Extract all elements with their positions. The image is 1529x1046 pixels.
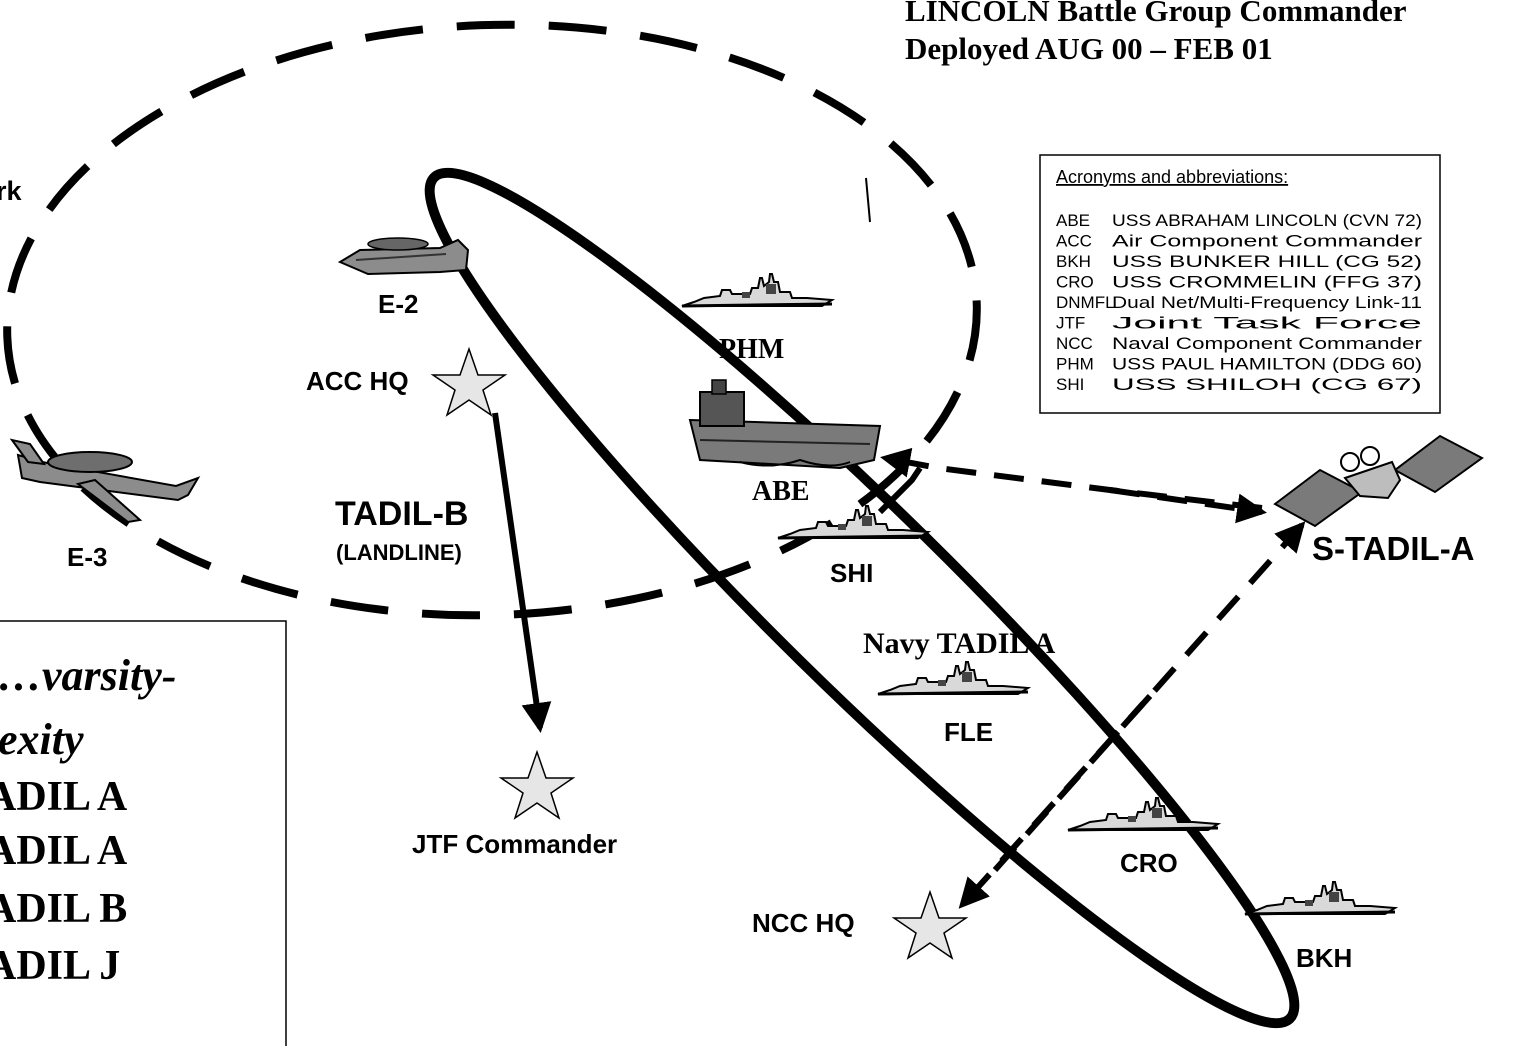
acronym-abbr: DNMFL	[1056, 293, 1115, 312]
acronym-description: Dual Net/Multi-Frequency Link-11	[1112, 293, 1422, 312]
e2-aircraft-icon	[337, 237, 470, 276]
navy-tadil-a-label: Navy TADIL A	[863, 627, 1056, 660]
acc-hq-label: ACC HQ	[306, 366, 409, 396]
fle-ship-icon	[876, 660, 1030, 696]
partial-network-label: rk	[0, 176, 23, 206]
cro-ship-icon	[1066, 796, 1220, 832]
quote-line-1: …varsity-	[0, 651, 176, 700]
acronym-description: USS PAUL HAMILTON (DDG 60)	[1112, 355, 1422, 374]
s-tadil-a-label: S-TADIL-A	[1312, 530, 1475, 567]
header-title: LINCOLN Battle Group Commander	[905, 0, 1407, 28]
acronym-description: Air Component Commander	[1112, 232, 1422, 251]
tadil-b-label: TADIL-B	[335, 495, 468, 533]
quote-line-6: ADIL J	[0, 943, 120, 989]
fle-label: FLE	[944, 717, 993, 747]
quote-line-5: ADIL B	[0, 886, 127, 932]
quote-line-3: ADIL A	[0, 774, 128, 820]
ncc-hq-star-icon	[891, 889, 969, 960]
quote-line-4: ADIL A	[0, 828, 128, 874]
acronym-abbr: ACC	[1056, 232, 1092, 251]
acronym-description: USS SHILOH (CG 67)	[1112, 375, 1422, 394]
satellite-to-abe-arrow	[880, 447, 1263, 511]
phm-ship-icon	[680, 272, 834, 308]
jtf-commander-label: JTF Commander	[412, 829, 617, 859]
abe-to-satellite-arrow	[1109, 487, 1267, 524]
acronym-abbr: BKH	[1056, 252, 1091, 271]
header-subtitle: Deployed AUG 00 – FEB 01	[905, 31, 1273, 66]
abe-carrier-icon	[688, 379, 882, 470]
acronym-abbr: NCC	[1056, 334, 1093, 353]
ncc-hq-label: NCC HQ	[752, 908, 855, 938]
jtf-star-icon	[498, 749, 576, 820]
shi-label: SHI	[830, 558, 873, 588]
divider-line	[865, 177, 871, 223]
quote-panel: …varsity- exity ADIL A ADIL A ADIL B ADI…	[0, 620, 287, 1046]
abe-label: ABE	[752, 476, 810, 507]
acronym-description: USS BUNKER HILL (CG 52)	[1112, 252, 1422, 271]
acronym-description: USS CROMMELIN (FFG 37)	[1112, 273, 1422, 292]
e3-aircraft-icon	[9, 438, 201, 524]
bkh-ship-icon	[1243, 880, 1397, 916]
quote-line-2: exity	[0, 715, 84, 764]
cro-label: CRO	[1120, 848, 1178, 878]
acronym-abbr: SHI	[1056, 375, 1084, 394]
acronym-abbr: PHM	[1056, 355, 1094, 374]
acronym-abbr: ABE	[1056, 211, 1090, 230]
tadil-b-arrow	[492, 412, 552, 733]
acc-hq-star-icon	[430, 346, 508, 417]
acronyms-list: ABE USS ABRAHAM LINCOLN (CVN 72) ACC Air Co…	[1056, 211, 1422, 394]
phm-label: PHM	[719, 334, 784, 365]
e2-label: E-2	[378, 289, 418, 319]
acronym-abbr: JTF	[1056, 314, 1085, 333]
dashed-network-ellipse	[3, 20, 981, 620]
tadil-b-sublabel: (LANDLINE)	[336, 540, 462, 565]
bkh-label: BKH	[1296, 943, 1352, 973]
quote-box	[0, 620, 287, 1046]
acronym-abbr: CRO	[1056, 273, 1094, 292]
acronyms-title: Acronyms and abbreviations:	[1056, 167, 1288, 187]
abe-to-shi-link	[877, 466, 923, 515]
e3-label: E-3	[67, 542, 107, 572]
acronym-description: Joint Task Force	[1112, 314, 1422, 333]
satellite-icon	[1273, 434, 1484, 528]
acronym-description: USS ABRAHAM LINCOLN (CVN 72)	[1112, 211, 1422, 230]
acronyms-box	[1039, 154, 1441, 414]
acronyms-panel: Acronyms and abbreviations: ABE USS ABRAH…	[1039, 154, 1441, 414]
acronym-description: Naval Component Commander	[1112, 334, 1422, 353]
